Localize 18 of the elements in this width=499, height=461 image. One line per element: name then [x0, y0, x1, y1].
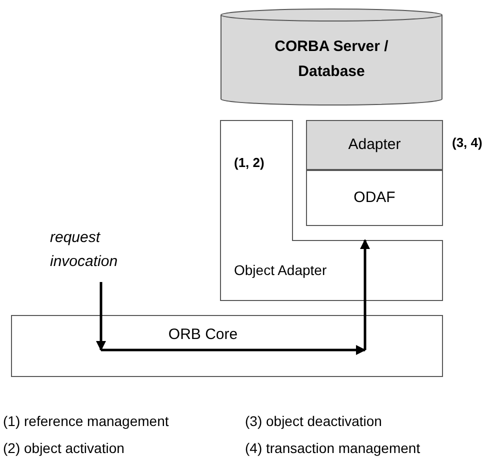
annotation-text: request invocation — [50, 228, 119, 272]
callout-number: (1, 2) — [234, 154, 264, 172]
adapter-frame — [220, 120, 443, 301]
box-label: ODAF — [354, 188, 396, 208]
layer-box — [11, 315, 443, 377]
box-label: Object Adapter — [234, 261, 327, 280]
database-cylinder — [220, 8, 443, 106]
legend-note: (2) object activation — [3, 439, 126, 458]
callout-number: (3, 4) — [452, 134, 482, 152]
component-box — [306, 170, 443, 226]
arrow — [96, 282, 366, 355]
database-label: CORBA Server / Database — [274, 37, 390, 82]
arrow — [360, 239, 370, 350]
box-label: Adapter — [348, 134, 401, 155]
box-label: ORB Core — [168, 325, 238, 345]
legend-note: (3) object deactivation — [245, 412, 383, 431]
legend-note: (4) transaction management — [245, 439, 422, 458]
legend-note: (1) reference management — [3, 412, 170, 431]
